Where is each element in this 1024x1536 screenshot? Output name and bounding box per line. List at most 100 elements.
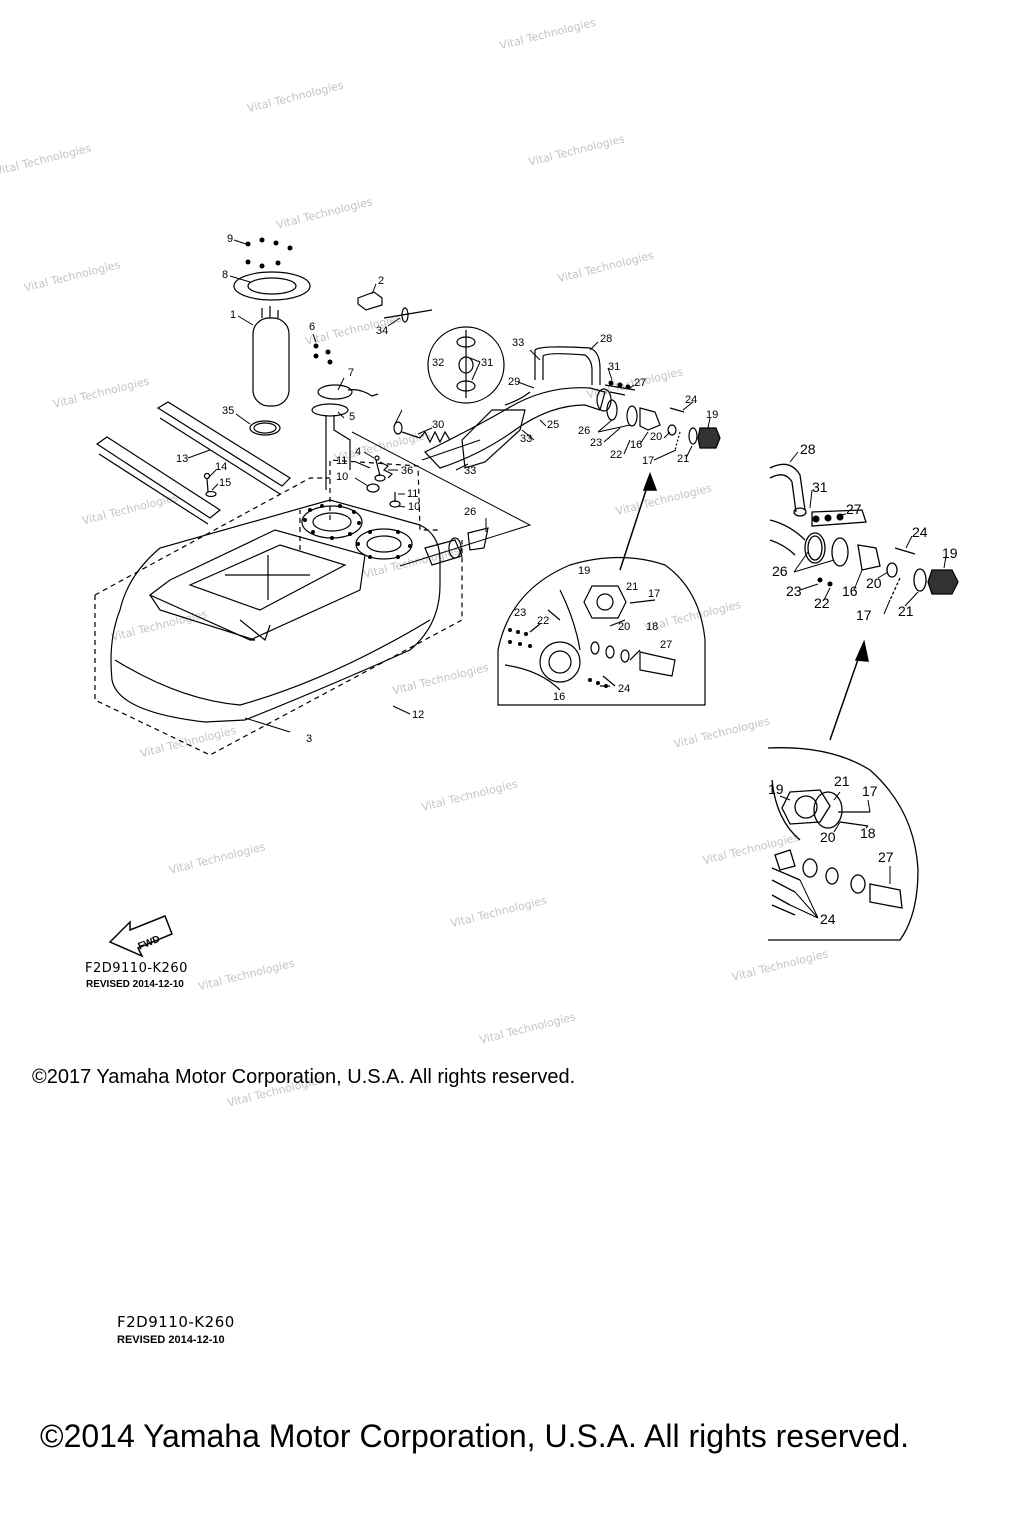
drawing-code-upper: F2D9110-K260 [85,961,188,976]
callout-label: 17 [648,588,660,600]
callout-label: 21 [898,603,914,619]
callout-label: 32 [432,357,444,369]
filler-hose-assembly [393,346,721,469]
inset-arrow-2 [829,639,869,741]
inset-1-flange [539,641,581,683]
callout-label: 10 [336,471,348,483]
filler-hose-detail [769,519,806,556]
filler-cap-19-detail [927,569,959,595]
callout-label: 20 [820,829,836,845]
tank-ledge [149,594,271,642]
callout-label: 21 [677,453,689,465]
bolt-14-15 [203,472,217,498]
gasket-21 [688,427,698,445]
watermark: Vital Technologies [672,714,771,751]
inset-1-fitting-27 [639,651,676,677]
callout-label: 4 [355,446,361,458]
callout-label: 13 [176,453,188,465]
callout-label: 6 [309,321,315,333]
callout-label: 17 [856,607,872,623]
watermark: Vital Technologies [449,894,548,931]
filler-hose-25 [424,387,606,469]
callout-label: 27 [634,377,646,389]
fuel-tank-assembly [110,499,489,723]
callout-label: 31 [812,479,828,495]
pump-flange-inner [312,512,352,532]
watermark: Vital Technologies [701,831,800,868]
callout-label: 20 [866,575,882,591]
fitting-parts [366,455,401,508]
callout-label: 5 [349,411,355,423]
leader-lines-detail [789,451,947,615]
watermark: Vital Technologies [0,142,93,179]
filler-cap-19 [697,427,721,449]
tank-lower-curve [114,619,431,706]
chain-17-detail [889,577,901,601]
callout-label: 8 [222,269,228,281]
callout-label: 28 [800,441,816,457]
callout-label: 12 [412,709,424,721]
callout-label: 9 [227,233,233,245]
callout-label: 31 [481,357,493,369]
retainer-plate-inner [247,277,297,295]
watermark: Vital Technologies [420,777,519,814]
callout-label: 27 [878,849,894,865]
callout-label: 16 [553,691,565,703]
watermark: Vital Technologies [139,724,238,761]
callout-label: 11 [336,455,347,467]
callouts-main: 9 8 2 34 1 6 7 35 5 13 14 15 4 11 10 36 … [176,233,718,745]
watermark: Vital Technologies [478,1010,577,1047]
callout-label: 24 [820,911,836,927]
callout-label: 22 [610,449,622,461]
callout-label: 33 [512,337,524,349]
watermark: Vital Technologies [333,428,432,465]
callout-label: 23 [514,607,526,619]
callout-label: 19 [942,545,958,561]
watermark: Vital Technologies [197,957,296,994]
fwd-arrow-icon: FWD [108,915,173,958]
bracket-2 [357,291,383,311]
callout-label: 1 [230,309,236,321]
vent-hose-28-detail [769,463,806,511]
check-valve-32 [427,326,505,404]
callout-label: 26 [578,425,590,437]
callouts-inset-1: 19 21 17 20 18 23 22 27 16 24 [514,565,672,703]
tank-inner-panel [188,544,347,611]
callout-label: 24 [685,394,697,406]
inset-2-cap [781,789,831,825]
spring-30 [401,430,451,444]
valve-circle [427,326,505,404]
callout-label: 27 [660,639,672,651]
retainer-plate-8 [233,271,311,301]
callout-label: 24 [618,683,630,695]
callout-triangle [351,431,532,567]
callout-label: 36 [401,465,413,477]
callout-label: 19 [768,781,784,797]
detail-inset-2 [767,747,919,941]
clamp-26a [606,399,618,421]
sender-gasket-5 [311,403,349,417]
leader-lines-inset-2 [779,791,891,919]
washers-31-27 [608,380,631,390]
pin-24 [669,407,685,413]
callout-label: 29 [508,376,520,388]
fuel-sender-parts [311,343,379,490]
clamp-parts [357,291,433,323]
tank-filler-neck [424,539,463,566]
callout-label: 18 [860,825,876,841]
clamp-26-detail-b [831,537,849,567]
callout-label: 17 [642,455,654,467]
callout-label: 22 [814,595,830,611]
revised-date-upper: REVISED 2014-12-10 [86,979,184,990]
copyright-2017: ©2017 Yamaha Motor Corporation, U.S.A. A… [32,1066,576,1088]
callout-label: 7 [348,367,354,379]
fuel-pump-1 [252,317,290,407]
clamp-26-detail-a [804,532,826,564]
callout-label: 3 [306,733,312,745]
callout-label: 35 [222,405,234,417]
flange-bolts [303,504,412,559]
sender-flange [355,528,413,560]
sender-rod [325,415,351,490]
neck-16 [639,407,661,431]
fuel-tank [110,499,441,723]
